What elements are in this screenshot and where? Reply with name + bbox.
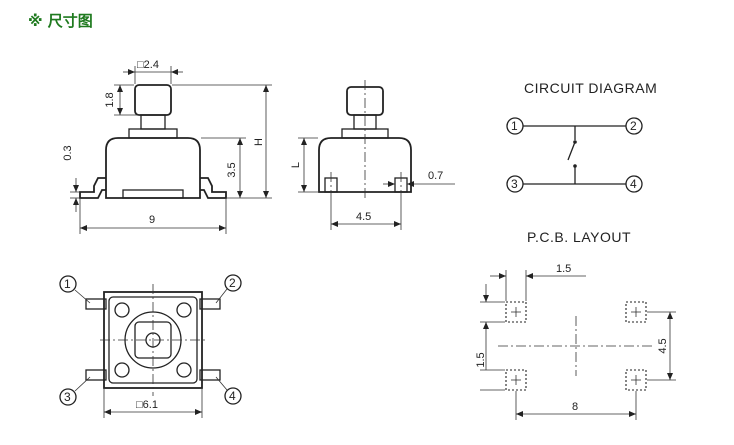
pin-marker-2 <box>224 274 242 292</box>
circuit-diagram: CIRCUIT DIAGRAM 1 2 3 4 <box>506 80 657 193</box>
circuit-pin-label-2: 2 <box>630 119 637 133</box>
dim-plunger-label: 1.8 <box>104 92 116 107</box>
front-view: □2.4 1.8 0.3 H 3.5 9 <box>62 59 272 234</box>
corner-hole-3 <box>114 362 130 378</box>
plunger-stem <box>140 114 166 130</box>
pcb-dim-height-label: 4.5 <box>657 338 669 353</box>
plunger-cap <box>134 84 172 116</box>
pin-marker-4 <box>224 387 242 405</box>
dim-width-label: 9 <box>149 214 155 226</box>
pcb-dim-pad-label: 1.5 <box>556 263 571 275</box>
switch-contact <box>567 141 576 161</box>
pin-marker-3 <box>59 388 77 406</box>
corner-hole-4 <box>176 362 192 378</box>
dim-gap-label: 0.3 <box>62 145 74 160</box>
dim-top-body-label: □6.1 <box>136 399 158 411</box>
top-lead-3 <box>85 369 107 381</box>
pin-label-4: 4 <box>229 389 236 403</box>
dim-lead-label: 0.7 <box>428 170 443 182</box>
collar <box>128 128 178 139</box>
dim-pitch-label: 4.5 <box>356 211 371 223</box>
top-lead-2 <box>199 298 221 310</box>
circuit-pin-label-4: 4 <box>630 177 637 191</box>
side-body <box>318 137 412 193</box>
circuit-title: CIRCUIT DIAGRAM <box>524 80 657 96</box>
pcb-dim-pad-v-label: 1.5 <box>475 352 487 367</box>
top-lead-1 <box>85 298 107 310</box>
circuit-pin-label-1: 1 <box>511 119 518 133</box>
pin-label-3: 3 <box>64 390 71 404</box>
dim-body-label: 3.5 <box>226 162 238 177</box>
pcb-pad-2 <box>625 301 647 323</box>
pcb-pad-1 <box>505 301 527 323</box>
right-lead <box>200 177 227 199</box>
pin-marker-1 <box>59 275 77 293</box>
top-view: 1 2 3 4 □6.1 <box>59 274 242 418</box>
circuit-pin-label-3: 3 <box>511 177 518 191</box>
side-view: L 0.7 4.5 <box>290 80 455 230</box>
switch-body <box>105 137 201 199</box>
base-slot <box>122 189 184 199</box>
dim-h-label: H <box>253 138 265 146</box>
dim-l-label: L <box>290 162 302 168</box>
pin-label-1: 1 <box>64 277 71 291</box>
pcb-dim-width-label: 8 <box>572 401 578 413</box>
pcb-pad-4 <box>625 369 647 391</box>
left-lead <box>79 177 106 199</box>
pcb-pad-3 <box>505 369 527 391</box>
pin-label-2: 2 <box>229 276 236 290</box>
top-lead-4 <box>199 369 221 381</box>
pcb-layout: P.C.B. LAYOUT 1.5 1.5 <box>475 229 676 420</box>
dim-top-label: □2.4 <box>137 59 159 71</box>
corner-hole-2 <box>176 302 192 318</box>
section-title: ※ 尺寸图 <box>28 12 93 30</box>
pcb-title: P.C.B. LAYOUT <box>527 229 631 245</box>
corner-hole-1 <box>114 302 130 318</box>
